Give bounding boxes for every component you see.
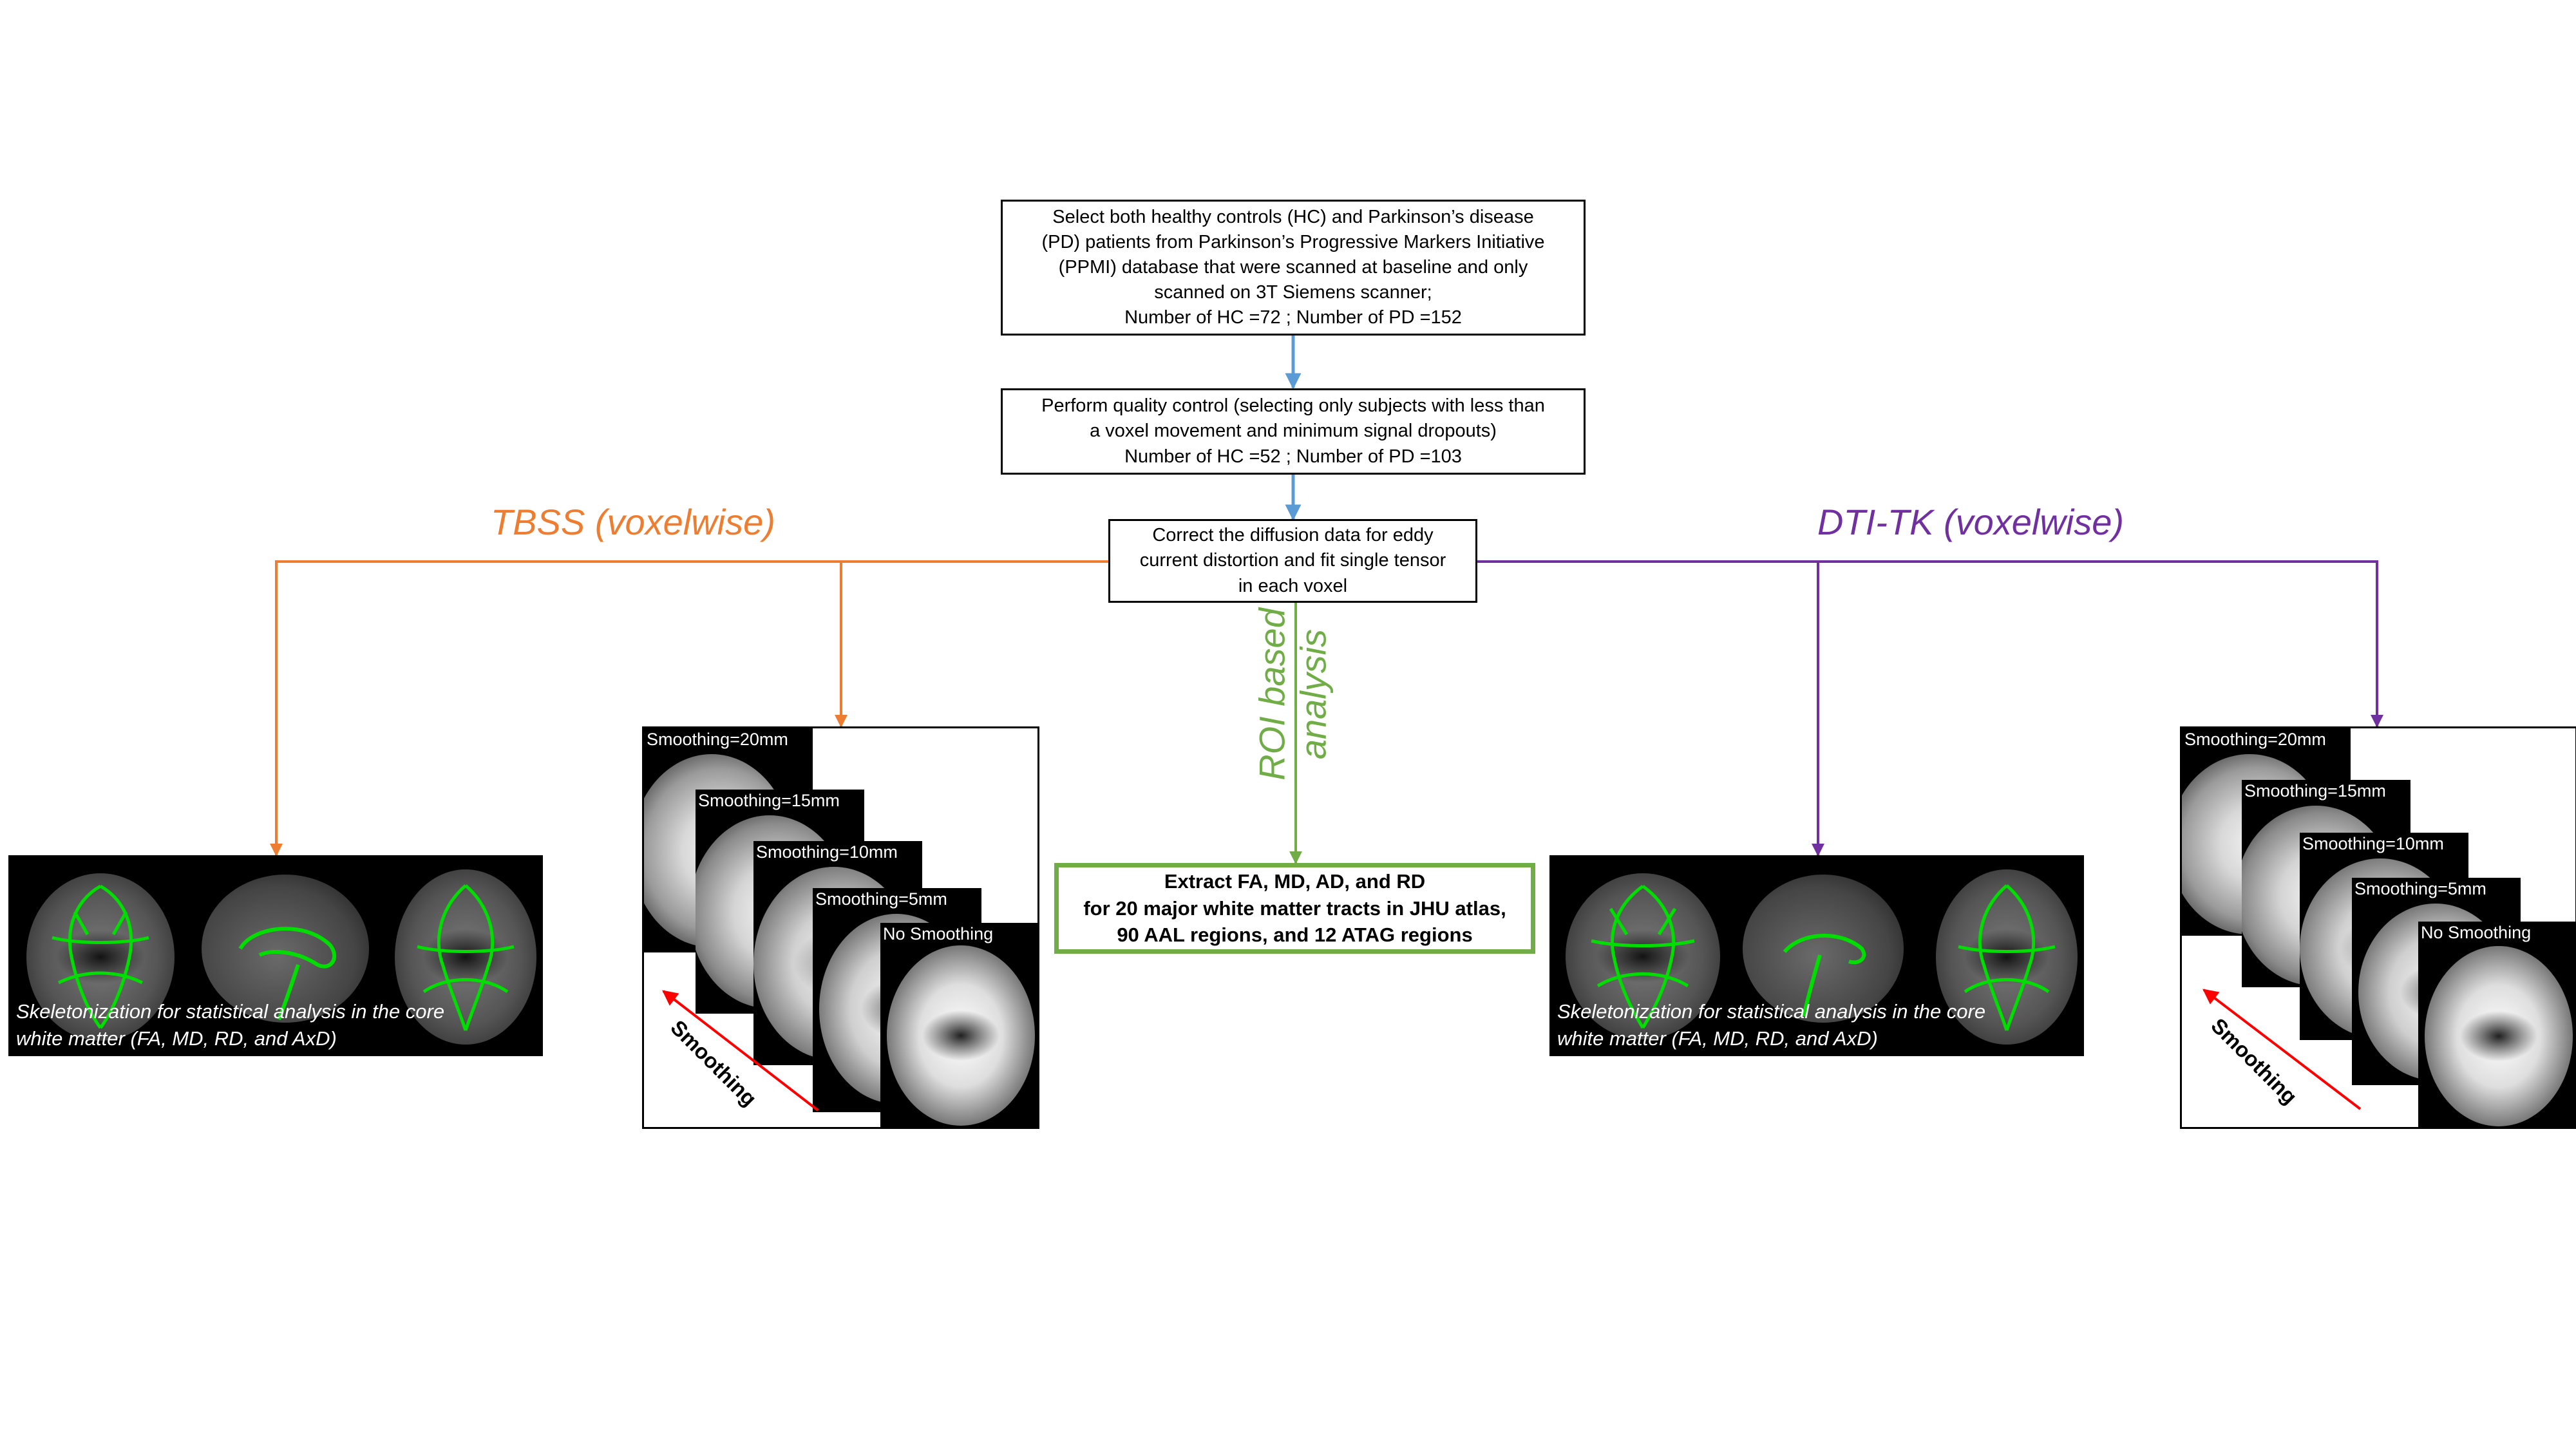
tbss-slice-none: No Smoothing [880,923,1037,1127]
tbss-branch-skeleton [270,560,1108,857]
dtitk-axial-brain-1 [1566,873,1720,1039]
selection-line-5: Number of HC =72 ; Number of PD =152 [1124,307,1462,328]
dtitk-branch-smoothing [1477,560,2383,728]
dtitk-sagittal-brain [1743,875,1904,1023]
tbss-label: TBSS (voxelwise) [491,502,775,542]
dtitk-label-15mm: Smoothing=15mm [2244,781,2386,800]
roi-extract-line-2: for 20 major white matter tracts in JHU … [1083,896,1506,920]
dtitk-caption-line-1: Skeletonization for statistical analysis… [1557,1000,1986,1023]
tbss-label-none: No Smoothing [883,924,994,943]
tbss-skeleton-panel: Skeletonization for statistical analysis… [8,855,543,1056]
roi-extract-line-1: Extract FA, MD, AD, and RD [1164,869,1426,893]
tbss-label-5mm: Smoothing=5mm [815,889,947,909]
selection-line-4: scanned on 3T Siemens scanner; [1154,282,1432,303]
qc-line-3: Number of HC =52 ; Number of PD =103 [1124,446,1462,467]
dtitk-smoothing-stack: Smoothing=20mm Smoothing=15mm Smoothing=… [2180,726,2576,1129]
tbss-skeleton-caption: Skeletonization for statistical analysis… [16,998,444,1052]
tbss-smoothing-stack: Smoothing=20mm Smoothing=15mm Smoothing=… [642,726,1039,1129]
selection-line-1: Select both healthy controls (HC) and Pa… [1052,206,1534,227]
dtitk-label: DTI-TK (voxelwise) [1817,502,2125,542]
tbss-label-15mm: Smoothing=15mm [698,791,840,810]
dtitk-skeleton-caption: Skeletonization for statistical analysis… [1557,998,1985,1052]
roi-label: ROI based analysis [1252,608,1335,781]
tbss-smoothing-arrow [662,990,819,1112]
roi-label-line-2: analysis [1293,629,1334,760]
dtitk-label-20mm: Smoothing=20mm [2184,730,2326,749]
dtitk-smoothing-arrow [2202,989,2362,1110]
correction-box: Correct the diffusion data for eddy curr… [1108,519,1477,603]
correction-line-2: current distortion and fit single tensor [1139,550,1446,571]
tbss-label-10mm: Smoothing=10mm [756,842,898,862]
roi-label-line-1: ROI based [1251,608,1293,781]
dtitk-axial-brain-2 [1936,869,2078,1045]
selection-line-3: (PPMI) database that were scanned at bas… [1058,256,1528,278]
dtitk-label-5mm: Smoothing=5mm [2354,879,2486,898]
correction-line-1: Correct the diffusion data for eddy [1152,525,1434,546]
dtitk-skeleton-panel: Skeletonization for statistical analysis… [1549,855,2084,1056]
correction-line-3: in each voxel [1238,575,1348,596]
dtitk-label-none: No Smoothing [2421,923,2532,942]
roi-extract-box: Extract FA, MD, AD, and RD for 20 major … [1054,863,1535,954]
tbss-caption-line-2: white matter (FA, MD, RD, and AxD) [16,1027,337,1050]
tbss-axial-brain-1 [26,873,175,1041]
quality-control-box: Perform quality control (selecting only … [1001,388,1586,475]
qc-line-2: a voxel movement and minimum signal drop… [1090,421,1497,442]
dtitk-blob-none [2425,946,2573,1126]
qc-line-1: Perform quality control (selecting only … [1041,395,1545,417]
selection-line-2: (PD) patients from Parkinson’s Progressi… [1041,231,1545,252]
roi-extract-line-3: 90 AAL regions, and 12 ATAG regions [1117,923,1473,947]
dtitk-caption-line-2: white matter (FA, MD, RD, and AxD) [1557,1027,1878,1050]
selection-box: Select both healthy controls (HC) and Pa… [1001,200,1586,336]
tbss-axial-brain-2 [395,869,536,1045]
tbss-caption-line-1: Skeletonization for statistical analysis… [16,1000,445,1023]
dtitk-skeleton-overlay-2 [1783,933,1866,1017]
dtitk-skeleton-overlay-1 [1591,884,1695,1029]
tbss-label-20mm: Smoothing=20mm [647,730,788,749]
dtitk-label-10mm: Smoothing=10mm [2302,834,2444,853]
tbss-blob-none [887,945,1035,1126]
dtitk-skeleton-overlay-3 [1958,884,2056,1031]
dtitk-slice-none: No Smoothing [2418,922,2575,1127]
tbss-skeleton-overlay-2 [238,927,336,1021]
tbss-skeleton-overlay-3 [417,884,515,1031]
tbss-skeleton-overlay-1 [52,884,149,1029]
